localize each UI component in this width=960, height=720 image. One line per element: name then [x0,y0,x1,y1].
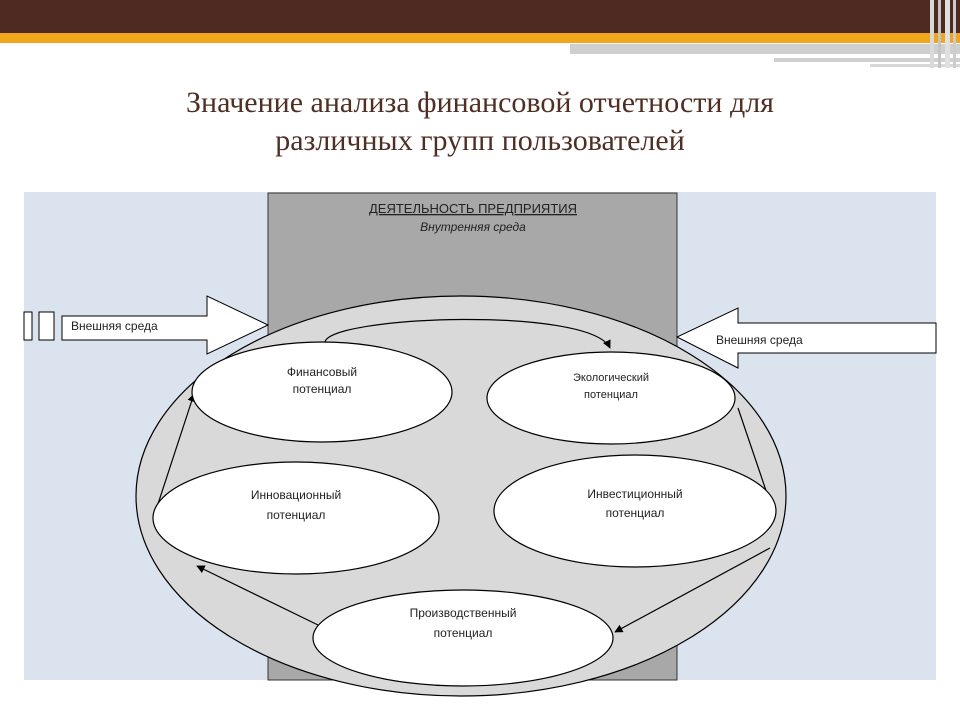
external-right-arrow [675,307,937,369]
slide-title-line-2: различных групп пользователей [275,124,685,157]
external-right-label: Внешняя среда [716,333,803,347]
header-pillar-2 [938,0,941,68]
node-ecological-line-2: потенциал [584,389,638,401]
node-investment-line-2: потенциал [606,506,665,520]
node-investment-shape [493,454,777,568]
header-gray-line-2 [774,58,960,62]
arrow-financial-to-ecological [324,318,611,349]
external-left-arrow [61,295,270,355]
node-financial-potential: Финансовый потенциал [191,341,453,443]
header-pillar-3 [945,0,950,68]
node-financial-shape [191,341,453,443]
header-decoration [0,0,960,68]
arrow-investment-to-production [614,547,771,633]
header-white-line [0,43,570,46]
node-ecological-shape [486,351,736,445]
node-innovation-shape [152,461,440,575]
header-gray-line-3 [870,64,960,67]
node-financial-line-2: потенциал [293,382,352,396]
node-financial-line-1: Финансовый [287,365,357,379]
node-production-line-1: Производственный [410,606,517,620]
arrow-production-to-innovation [196,565,319,626]
node-ecological-line-1: Экологический [573,372,649,384]
header-pillar-4 [953,0,956,68]
slide-title: Значение анализа финансовой отчетности д… [60,84,900,160]
node-investment-potential: Инвестиционный потенциал [493,454,777,568]
slide-title-line-1: Значение анализа финансовой отчетности д… [186,86,774,119]
node-innovation-potential: Инновационный потенциал [152,461,440,575]
enterprise-subtitle: Внутренняя среда [420,220,526,234]
enterprise-title: ДЕЯТЕЛЬНОСТЬ ПРЕДПРИЯТИЯ [369,201,577,216]
header-gold-stripe [0,33,960,43]
node-investment-line-1: Инвестиционный [587,487,682,501]
node-innovation-line-2: потенциал [267,508,326,522]
arrow-innovation-to-financial [155,393,196,511]
external-left-label: Внешняя среда [71,319,158,333]
external-left-marker-2 [38,311,55,341]
node-innovation-line-1: Инновационный [251,488,341,502]
node-production-shape [312,589,614,687]
external-left-marker-1 [23,311,33,341]
header-gray-line-1 [570,44,960,54]
node-ecological-potential: Экологический потенциал [486,351,736,445]
header-pillar-1 [930,0,934,68]
node-production-line-2: потенциал [434,626,493,640]
node-production-potential: Производственный потенциал [312,589,614,687]
header-brown-bar [0,0,960,33]
